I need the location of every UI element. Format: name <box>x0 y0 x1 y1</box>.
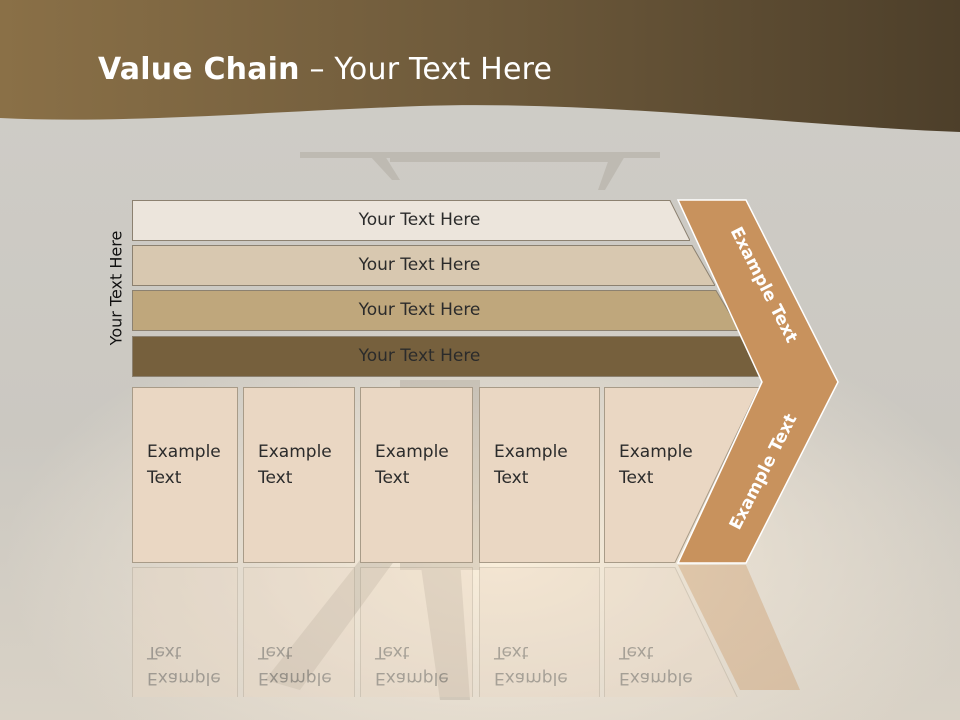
support-bar: Your Text Here <box>132 336 764 377</box>
header-band <box>0 0 960 132</box>
column-text-line2: Text <box>494 468 529 488</box>
chevron-shape <box>676 199 839 564</box>
column-text-line1: Example <box>494 442 568 462</box>
support-bar-label: Your Text Here <box>358 210 481 230</box>
chevron-reflection <box>678 565 800 690</box>
column-text-line1: Example <box>147 442 221 462</box>
column-text-line2: Text <box>147 468 182 488</box>
support-bar: Your Text Here <box>132 245 715 286</box>
support-bar: Your Text Here <box>132 200 690 241</box>
support-bar-label: Your Text Here <box>358 346 481 366</box>
column-text-line1: Example <box>258 442 332 462</box>
support-bar-label: Your Text Here <box>358 255 481 275</box>
support-bar-label: Your Text Here <box>358 300 481 320</box>
column-text-line2: Text <box>619 468 654 488</box>
title-bold: Value Chain <box>98 52 300 87</box>
column-text-line2: Text <box>258 468 293 488</box>
slide-title: Value Chain – Your Text Here <box>98 52 552 87</box>
column-text-line1: Example <box>619 442 693 462</box>
title-rest: – Your Text Here <box>299 52 553 87</box>
column-text-line2: Text <box>375 468 410 488</box>
column-text-line1: Example <box>375 442 449 462</box>
support-bar: Your Text Here <box>132 290 740 331</box>
